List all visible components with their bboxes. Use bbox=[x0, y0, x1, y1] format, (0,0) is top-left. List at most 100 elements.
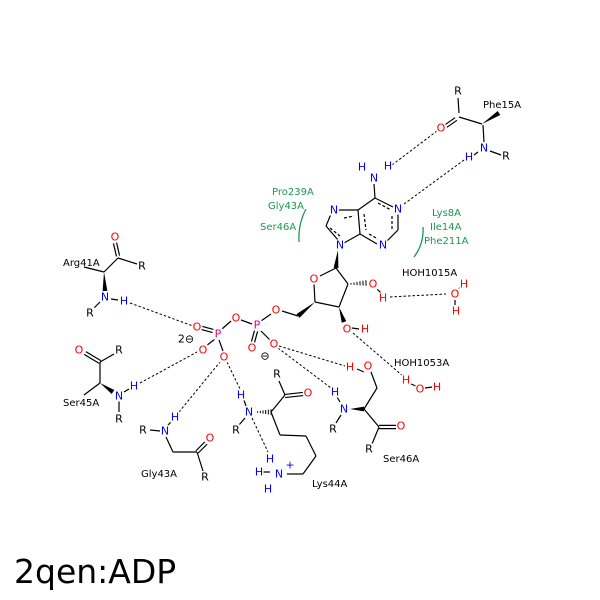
hydrophobic-label-lys8: Lys8A bbox=[432, 208, 461, 219]
bond bbox=[363, 408, 380, 428]
atom-background bbox=[252, 319, 262, 331]
atom-background bbox=[114, 413, 124, 425]
atom-background bbox=[378, 292, 388, 304]
atom-background bbox=[309, 273, 319, 285]
bond bbox=[83, 266, 105, 273]
atom-h: H bbox=[266, 453, 274, 466]
atom-h: H bbox=[171, 411, 179, 424]
atom-o: O bbox=[248, 342, 257, 355]
atom-o: O bbox=[272, 304, 281, 317]
bond bbox=[338, 283, 349, 308]
atom-background bbox=[345, 361, 355, 373]
hashed-bond bbox=[350, 280, 367, 286]
bond bbox=[270, 394, 286, 413]
double-bond bbox=[201, 325, 214, 334]
atom-n: N bbox=[394, 203, 402, 216]
hydrogen-bond-line bbox=[139, 351, 198, 384]
bond bbox=[260, 313, 272, 322]
atom-o: O bbox=[270, 338, 279, 351]
atom-background bbox=[383, 160, 393, 172]
residue-label-ser46: Ser46A bbox=[383, 454, 419, 465]
atom-background bbox=[335, 239, 345, 251]
atom-background bbox=[85, 307, 95, 319]
atom-background bbox=[138, 424, 148, 436]
atom-r: R bbox=[502, 150, 510, 163]
atom-r: R bbox=[201, 471, 209, 484]
bond bbox=[270, 411, 281, 436]
atom-background bbox=[453, 85, 463, 97]
atom-background bbox=[329, 204, 339, 216]
bond bbox=[336, 396, 341, 403]
residue-label-gly43: Gly43A bbox=[141, 469, 177, 480]
bond bbox=[359, 233, 378, 245]
atom-background bbox=[415, 383, 425, 395]
atom-background bbox=[170, 411, 180, 423]
residue-label-hoh1053: HOH1053A bbox=[394, 358, 449, 369]
atom-background bbox=[369, 172, 379, 184]
double-bond bbox=[379, 424, 396, 430]
atom-h: H bbox=[460, 278, 468, 291]
atom-background bbox=[451, 305, 461, 317]
bond bbox=[457, 97, 460, 114]
hydrogen-bond-line bbox=[352, 332, 405, 378]
aromatic-bond bbox=[368, 233, 379, 240]
residue-labels: Phe15A Arg41A Ser45A Gly43A Lys44A Ser46… bbox=[63, 100, 521, 490]
bond bbox=[238, 417, 246, 426]
bond bbox=[424, 386, 433, 389]
atom-background bbox=[110, 231, 120, 243]
bond bbox=[482, 124, 485, 143]
atom-p: P bbox=[215, 328, 222, 341]
bond bbox=[110, 298, 119, 301]
atom-background bbox=[198, 344, 208, 356]
bond bbox=[196, 451, 204, 472]
wedge-bond bbox=[333, 250, 339, 269]
residue-label-arg41: Arg41A bbox=[63, 258, 100, 269]
double-bond bbox=[112, 242, 121, 257]
hashed-bond bbox=[257, 409, 272, 415]
bond bbox=[314, 301, 340, 308]
bond bbox=[374, 197, 394, 208]
atom-n: N bbox=[370, 172, 378, 185]
atom-background bbox=[342, 323, 352, 335]
wedge-bond bbox=[482, 110, 501, 124]
atom-h: H bbox=[384, 160, 392, 173]
atom-r: R bbox=[139, 424, 147, 437]
bond bbox=[489, 150, 502, 156]
atom-h: H bbox=[120, 295, 128, 308]
atom-background bbox=[219, 351, 229, 363]
hydrogen-bond-line bbox=[389, 293, 447, 298]
double-bond bbox=[444, 117, 458, 128]
hydrophobic-arc-left bbox=[298, 208, 307, 243]
bond bbox=[370, 371, 378, 389]
atom-o: O bbox=[206, 432, 215, 445]
atom-background bbox=[401, 374, 411, 386]
atom-o: O bbox=[416, 383, 425, 396]
hydrophobic-arc-right bbox=[413, 226, 424, 258]
atom-o: O bbox=[369, 278, 378, 291]
atom-background bbox=[464, 151, 474, 163]
atom-h: H bbox=[361, 323, 369, 336]
atom-n: N bbox=[101, 291, 109, 304]
atom-h: H bbox=[358, 161, 366, 174]
bond bbox=[279, 434, 307, 437]
atom-n: N bbox=[336, 239, 344, 252]
atom-background bbox=[205, 432, 215, 444]
atom-background bbox=[271, 304, 281, 316]
atom-o: O bbox=[364, 360, 373, 373]
bond bbox=[473, 151, 479, 156]
atom-h: H bbox=[237, 389, 245, 402]
atom-background bbox=[247, 342, 257, 354]
bond bbox=[305, 435, 317, 457]
atom-n: N bbox=[480, 142, 488, 155]
hydrophobic-label-pro239: Pro239A bbox=[272, 187, 314, 198]
atom-background bbox=[178, 333, 194, 345]
atom-background bbox=[263, 483, 273, 495]
atom-r: R bbox=[86, 307, 94, 320]
atom-background bbox=[432, 381, 442, 393]
bond bbox=[99, 353, 115, 363]
atom-background bbox=[213, 328, 223, 340]
aromatic-bond bbox=[329, 227, 341, 237]
bond bbox=[240, 319, 253, 325]
atom-o: O bbox=[343, 323, 352, 336]
